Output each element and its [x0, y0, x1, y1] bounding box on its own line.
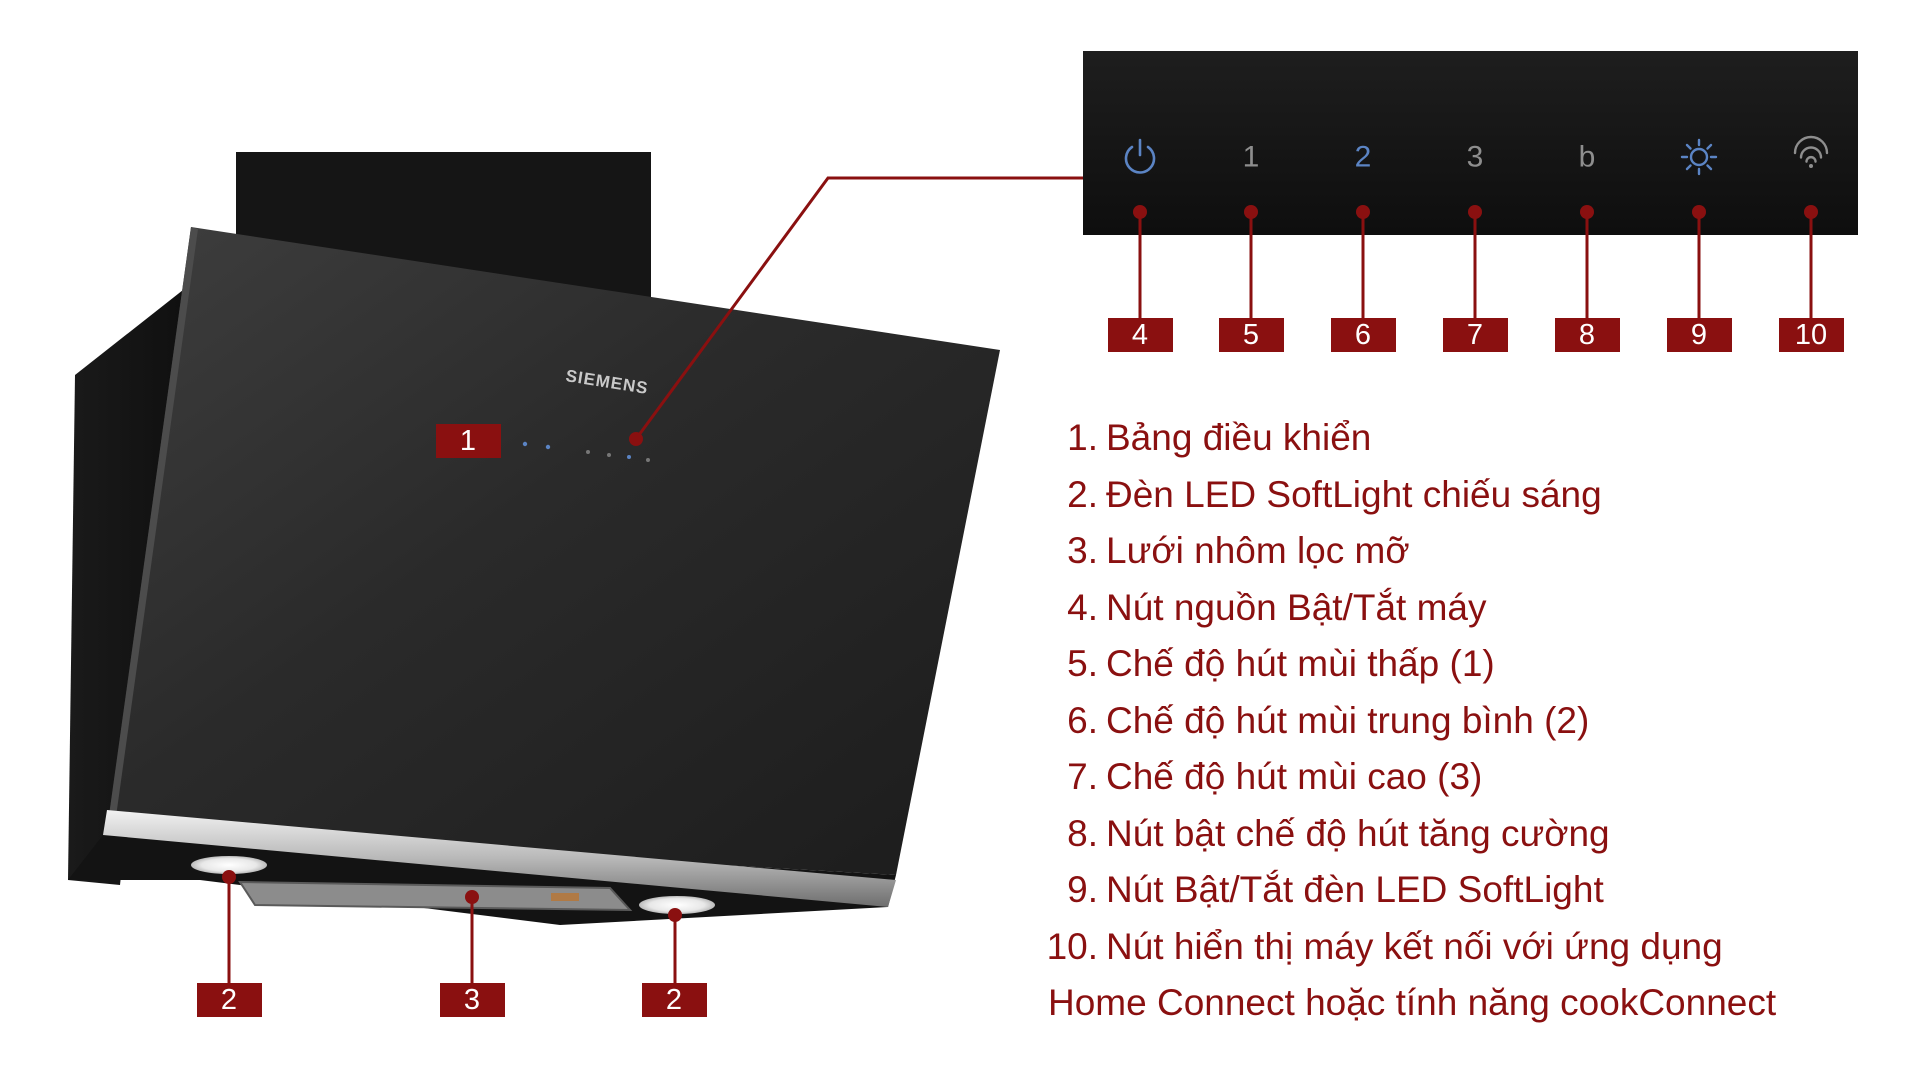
legend-item: 3.Lưới nhôm lọc mỡ — [1030, 523, 1900, 580]
steel-trim — [103, 810, 896, 907]
leader-line-panel — [634, 176, 1083, 440]
callout-tag-5: 5 — [1219, 318, 1284, 352]
callout-lines — [227, 176, 1083, 983]
callout-dot-button-4 — [1133, 205, 1147, 219]
callout-dot-panel — [629, 432, 643, 446]
legend-item: 1.Bảng điều khiển — [1030, 410, 1900, 467]
hood-side-panel — [68, 290, 183, 885]
panel-button-9[interactable] — [1680, 138, 1718, 176]
legend-item: 4.Nút nguồn Bật/Tắt máy — [1030, 580, 1900, 637]
panel-button-label: 1 — [1243, 141, 1260, 174]
legend-item-text: Đèn LED SoftLight chiếu sáng — [1106, 473, 1602, 515]
legend-item-number: 7. — [1067, 756, 1098, 797]
callout-dot-button-5 — [1244, 205, 1258, 219]
led-light-right — [639, 896, 715, 914]
legend-item-text: Nút Bật/Tắt đèn LED SoftLight — [1106, 869, 1604, 910]
legend-item-text: Nút hiển thị máy kết nối với ứng dụng — [1106, 925, 1723, 967]
callout-tag-4: 4 — [1108, 318, 1173, 352]
legend-item-number: 6. — [1067, 699, 1098, 741]
panel-button-8[interactable]: b — [1579, 141, 1596, 174]
panel-button-label: 3 — [1467, 141, 1484, 174]
legend-item-number: 3. — [1067, 530, 1098, 571]
legend-item: 2.Đèn LED SoftLight chiếu sáng — [1030, 467, 1900, 524]
callout-tag-label: 5 — [1243, 319, 1259, 351]
legend-item-text: Nút nguồn Bật/Tắt máy — [1106, 586, 1487, 628]
callout-tag-9: 9 — [1667, 318, 1732, 352]
hood-glass-front — [107, 227, 1000, 875]
panel-button-7[interactable]: 3 — [1467, 141, 1484, 174]
legend-item: 8.Nút bật chế độ hút tăng cường — [1030, 806, 1900, 863]
callout-dot-button-8 — [1580, 205, 1594, 219]
light-icon — [1680, 138, 1718, 176]
callout-tag-label: 2 — [221, 984, 237, 1016]
callout-tag-label: 2 — [666, 984, 682, 1016]
wifi-icon — [1793, 135, 1829, 168]
callout-tag-label: 6 — [1355, 319, 1371, 351]
callout-dot-filter — [465, 890, 479, 904]
panel-button-5[interactable]: 1 — [1243, 141, 1260, 174]
legend-item-continuation: Home Connect hoặc tính năng cookConnect — [1048, 982, 1777, 1023]
panel-button-label: b — [1579, 141, 1596, 174]
callout-tag-label: 9 — [1691, 319, 1707, 351]
legend-item-number: 10. — [1046, 925, 1098, 967]
hood-body: SIEMENS — [68, 152, 1000, 925]
callout-tag-label: 1 — [460, 425, 476, 457]
callout-dot-led-left — [222, 870, 236, 884]
legend-item-number: 5. — [1067, 643, 1098, 684]
callout-tag-label: 7 — [1467, 319, 1483, 351]
grease-filter — [238, 880, 633, 912]
callout-tag-3: 3 — [440, 983, 505, 1017]
legend-item: 5.Chế độ hút mùi thấp (1) — [1030, 636, 1900, 693]
callout-tag-2-right: 2 — [642, 983, 707, 1017]
legend-item: 9.Nút Bật/Tắt đèn LED SoftLight — [1030, 862, 1900, 919]
legend-item-number: 8. — [1067, 812, 1098, 854]
callout-tag-label: 10 — [1795, 319, 1827, 351]
callout-dots — [222, 432, 682, 922]
callout-tags: 1 2 3 2 — [197, 424, 707, 1017]
callout-dot-button-7 — [1468, 205, 1482, 219]
power-icon — [1124, 138, 1156, 174]
legend-item-text: Chế độ hút mùi trung bình (2) — [1106, 699, 1590, 741]
legend-item-number: 1. — [1067, 417, 1098, 458]
callout-tag-2-left: 2 — [197, 983, 262, 1017]
mini-control-lights — [522, 441, 650, 462]
panel-button-label: 2 — [1355, 141, 1372, 174]
legend-item: 7.Chế độ hút mùi cao (3) — [1030, 749, 1900, 806]
callout-tag-8: 8 — [1555, 318, 1620, 352]
panel-button-row: 1 2 3 b — [1124, 135, 1829, 176]
legend-item: 10.Nút hiển thị máy kết nối với ứng dụng — [1030, 919, 1900, 976]
callout-dot-led-right — [668, 908, 682, 922]
panel-button-4[interactable] — [1124, 138, 1156, 174]
panel-button-6[interactable]: 2 — [1355, 141, 1372, 174]
callout-tag-label: 3 — [464, 984, 480, 1016]
legend-item-number: 9. — [1067, 869, 1098, 910]
callout-dot-button-10 — [1804, 205, 1818, 219]
callout-tag-6: 6 — [1331, 318, 1396, 352]
callout-dot-button-9 — [1692, 205, 1706, 219]
control-panel-background — [1083, 51, 1858, 235]
control-panel: 1 2 3 b — [1083, 51, 1858, 235]
legend-item-number: 2. — [1067, 473, 1098, 515]
legend-item-text: Bảng điều khiển — [1106, 417, 1372, 458]
legend-item-text: Chế độ hút mùi cao (3) — [1106, 756, 1483, 797]
callout-tag-1: 1 — [436, 424, 501, 458]
panel-button-10[interactable] — [1793, 135, 1829, 168]
callout-tag-7: 7 — [1443, 318, 1508, 352]
callout-tag-10: 10 — [1779, 318, 1844, 352]
legend-item-text: Chế độ hút mùi thấp (1) — [1106, 643, 1495, 684]
callout-tag-label: 4 — [1132, 319, 1148, 351]
glass-edge-highlight — [107, 227, 198, 831]
legend-item: 6.Chế độ hút mùi trung bình (2) — [1030, 693, 1900, 750]
legend-item-number: 4. — [1067, 586, 1098, 628]
callout-dot-button-6 — [1356, 205, 1370, 219]
led-light-left — [191, 856, 267, 874]
legend-item-text: Nút bật chế độ hút tăng cường — [1106, 812, 1610, 854]
legend-item-text: Lưới nhôm lọc mỡ — [1106, 530, 1410, 571]
callout-tag-label: 8 — [1579, 319, 1595, 351]
filter-logo — [551, 893, 579, 901]
